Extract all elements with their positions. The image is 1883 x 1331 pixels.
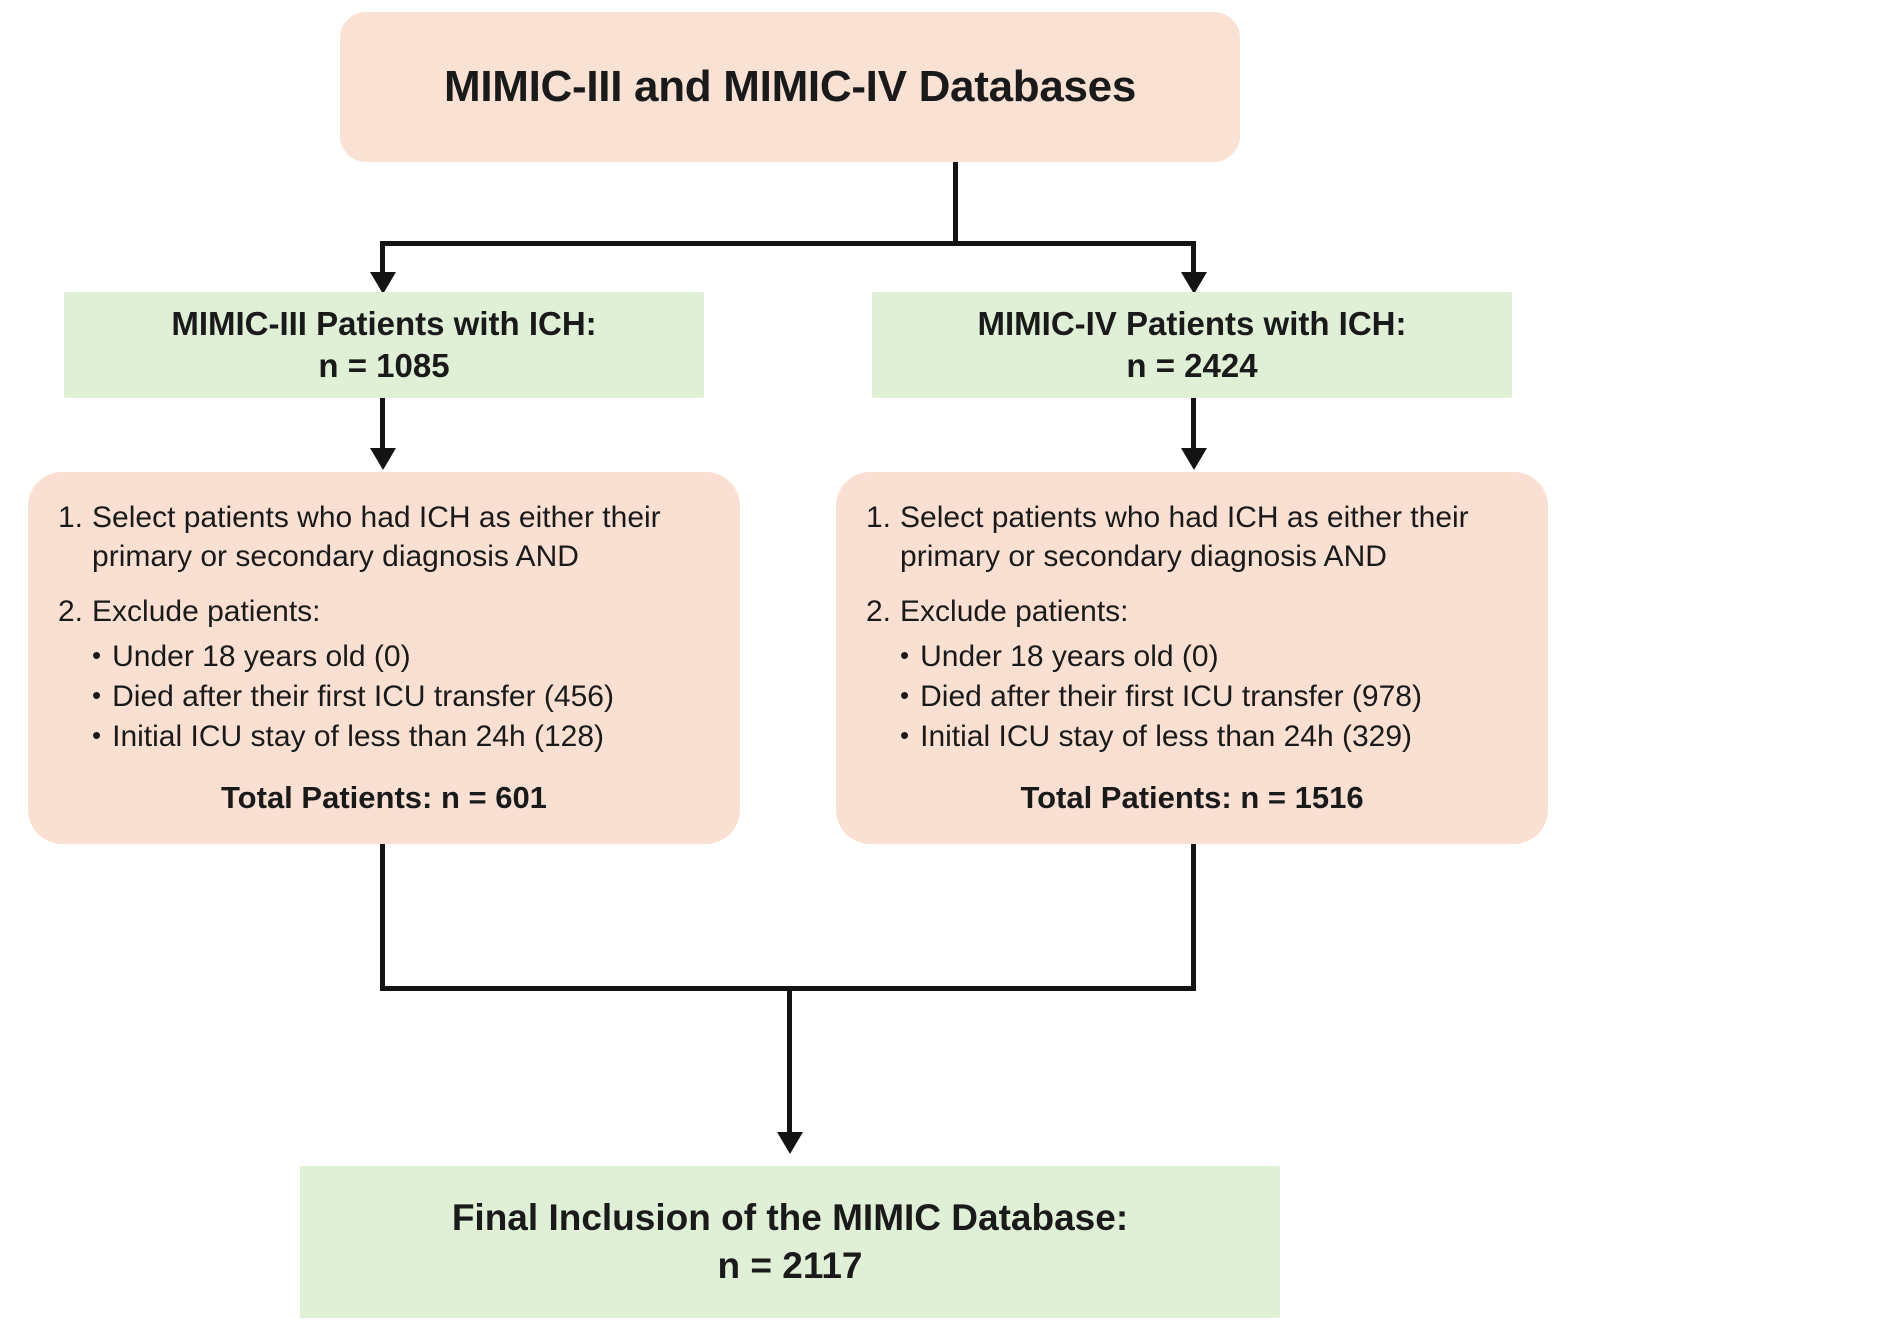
criteria-step-1: 1. Select patients who had ICH as either…: [58, 498, 710, 576]
criteria-step-2-text: Exclude patients:: [900, 595, 1129, 628]
connector-mimic3-to-criteria: [380, 398, 385, 454]
connector-split-right: [1191, 241, 1196, 285]
bullet-icon: •: [92, 680, 102, 711]
arrowhead-to-mimic4: [1181, 272, 1207, 294]
criteria-step-2-index: 2.: [866, 595, 892, 628]
node-final-inclusion: Final Inclusion of the MIMIC Database: n…: [300, 1166, 1280, 1318]
connector-merge-right: [1191, 844, 1196, 990]
criteria-step-1: 1. Select patients who had ICH as either…: [866, 498, 1518, 576]
bullet-icon: •: [92, 720, 102, 751]
node-databases-label: MIMIC-III and MIMIC-IV Databases: [443, 62, 1137, 111]
node-final-count: n = 2117: [717, 1245, 863, 1286]
criteria-step-1-text: Select patients who had ICH as either th…: [92, 501, 661, 573]
connector-merge-left: [380, 844, 385, 990]
node-final-label: Final Inclusion of the MIMIC Database:: [451, 1196, 1129, 1238]
criteria-step-2: 2. Exclude patients:: [58, 592, 321, 631]
list-item: • Died after their first ICU transfer (4…: [92, 677, 614, 717]
arrowhead-mimic3-criteria: [370, 448, 396, 470]
bullet-icon: •: [900, 640, 910, 670]
node-mimic3-label: MIMIC-III Patients with ICH:: [171, 304, 597, 342]
bullet-icon: •: [92, 640, 102, 670]
exclusion-list: • Under 18 years old (0) • Died after th…: [900, 637, 1422, 758]
arrowhead-to-mimic3: [370, 272, 396, 294]
bullet-icon: •: [900, 680, 910, 711]
list-item: • Initial ICU stay of less than 24h (128…: [92, 717, 614, 757]
connector-split-bar: [380, 241, 1196, 246]
exclusion-list: • Under 18 years old (0) • Died after th…: [92, 637, 614, 758]
list-item-label: Initial ICU stay of less than 24h (128): [112, 720, 605, 754]
node-mimic4-count: n = 2424: [1126, 347, 1258, 384]
list-item-label: Initial ICU stay of less than 24h (329): [920, 720, 1413, 754]
node-mimic3-criteria: 1. Select patients who had ICH as either…: [28, 472, 740, 844]
node-mimic4-label: MIMIC-IV Patients with ICH:: [977, 304, 1407, 342]
mimic3-total-patients: Total Patients: n = 601: [221, 779, 547, 815]
node-mimic4-patients: MIMIC-IV Patients with ICH: n = 2424: [872, 292, 1512, 398]
node-databases: MIMIC-III and MIMIC-IV Databases: [340, 12, 1240, 162]
connector-top-stem: [953, 162, 958, 244]
criteria-step-2-index: 2.: [58, 595, 84, 628]
criteria-step-1-index: 1.: [866, 501, 892, 534]
list-item-label: Died after their first ICU transfer (978…: [920, 680, 1422, 714]
criteria-step-1-text: Select patients who had ICH as either th…: [900, 501, 1469, 573]
arrowhead-mimic4-criteria: [1181, 448, 1207, 470]
criteria-step-1-index: 1.: [58, 501, 84, 534]
list-item: • Under 18 years old (0): [900, 637, 1422, 677]
list-item-label: Under 18 years old (0): [920, 640, 1219, 673]
connector-merge-stem: [787, 986, 792, 1138]
criteria-step-2: 2. Exclude patients:: [866, 592, 1129, 631]
node-mimic4-criteria: 1. Select patients who had ICH as either…: [836, 472, 1548, 844]
arrowhead-to-final: [777, 1132, 803, 1154]
mimic4-total-patients: Total Patients: n = 1516: [1020, 779, 1364, 815]
connector-mimic4-to-criteria: [1191, 398, 1196, 454]
list-item: • Under 18 years old (0): [92, 637, 614, 677]
list-item-label: Under 18 years old (0): [112, 640, 411, 673]
list-item: • Initial ICU stay of less than 24h (329…: [900, 717, 1422, 757]
node-mimic3-patients: MIMIC-III Patients with ICH: n = 1085: [64, 292, 704, 398]
criteria-step-2-text: Exclude patients:: [92, 595, 321, 628]
node-mimic3-count: n = 1085: [318, 347, 450, 384]
list-item: • Died after their first ICU transfer (9…: [900, 677, 1422, 717]
connector-split-left: [380, 241, 385, 285]
list-item-label: Died after their first ICU transfer (456…: [112, 680, 614, 714]
bullet-icon: •: [900, 720, 910, 751]
